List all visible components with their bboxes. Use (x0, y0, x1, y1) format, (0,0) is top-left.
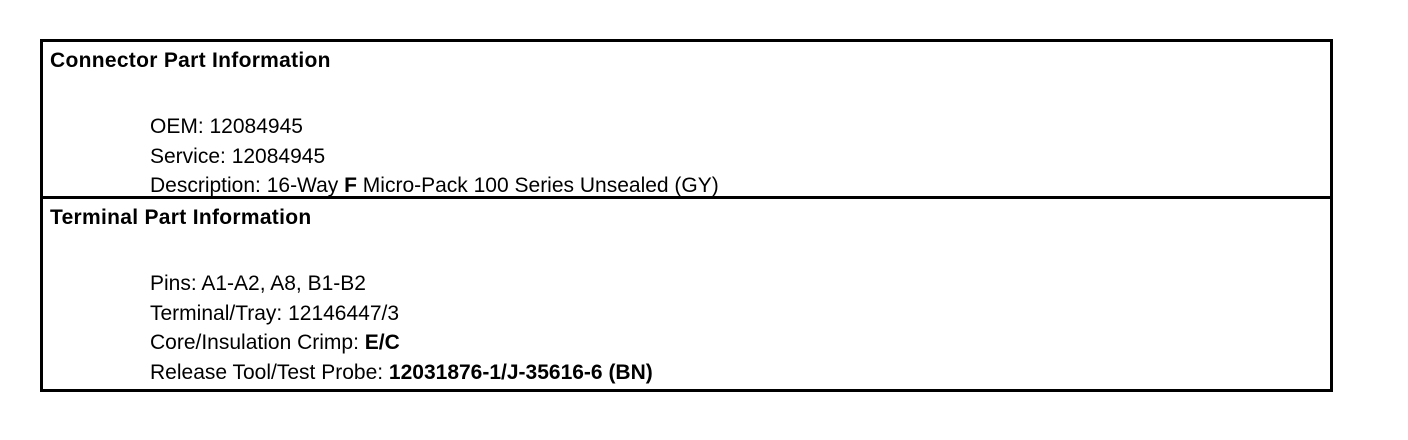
info-row-text: Description: 16-Way (150, 174, 345, 197)
info-row-text: Release Tool/Test Probe: (150, 360, 389, 384)
info-row-text: Core/Insulation Crimp: (150, 331, 365, 354)
info-row-text: OEM: 12084945 (150, 115, 303, 138)
connector-section-title: Connector Part Information (50, 49, 331, 72)
info-row-text: Terminal/Tray: 12146447/3 (150, 301, 400, 325)
info-row-text: Micro-Pack 100 Series Unsealed (GY) (356, 174, 719, 197)
info-row: Core/Insulation Crimp: E/C (150, 328, 1322, 358)
info-row-text: Service: 12084945 (150, 144, 326, 168)
connector-part-information-section: Connector Part Information OEM: 12084945… (43, 42, 1330, 199)
info-row: Service: 12084945 (150, 142, 1322, 172)
info-row-bold-value: 12031876-1/J-35616-6 (BN) (388, 360, 653, 384)
terminal-part-information-section: Terminal Part Information Pins: A1-A2, A… (43, 199, 1330, 389)
part-information-panel: Connector Part Information OEM: 12084945… (40, 39, 1333, 392)
info-row: OEM: 12084945 (150, 112, 1322, 142)
terminal-section-title: Terminal Part Information (50, 206, 312, 229)
info-row: Pins: A1-A2, A8, B1-B2 (150, 269, 1322, 299)
info-row-text: Pins: A1-A2, A8, B1-B2 (150, 272, 366, 295)
info-row: Description: 16-Way F Micro-Pack 100 Ser… (150, 171, 1322, 197)
info-row-bold-value: E/C (364, 331, 400, 354)
info-row: Release Tool/Test Probe: 12031876-1/J-35… (150, 358, 1322, 388)
info-row: Terminal/Tray: 12146447/3 (150, 299, 1322, 329)
info-row-bold-value: F (344, 174, 357, 197)
